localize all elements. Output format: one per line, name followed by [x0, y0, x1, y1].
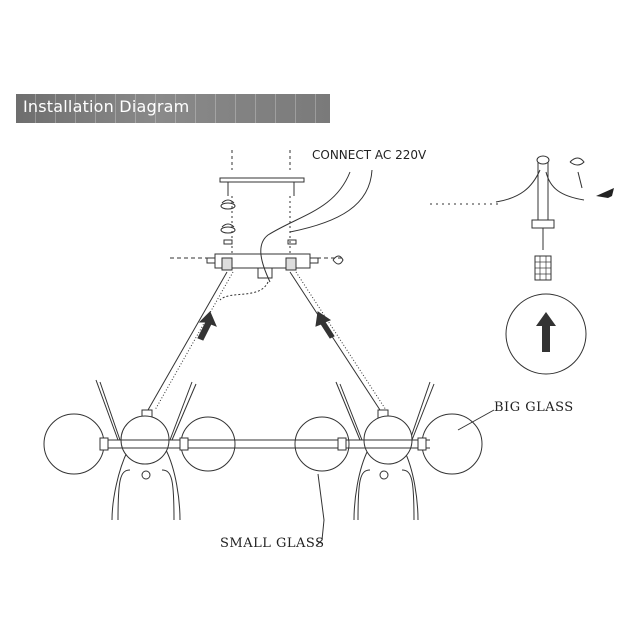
- small-glass-leader: [315, 473, 325, 547]
- big-glass-leader: [457, 409, 495, 431]
- canopy-plate: [170, 253, 345, 279]
- connect-label: CONNECT AC 220V: [312, 148, 427, 162]
- small-glass: [180, 416, 236, 472]
- screw-icon: [220, 196, 297, 255]
- header-bar-pattern: [16, 94, 330, 123]
- small-glass-label: SMALL GLASS: [220, 536, 325, 551]
- arrow-up-icon: [536, 312, 556, 352]
- small-glass: [294, 416, 350, 472]
- big-glass-label: BIG GLASS: [494, 400, 574, 415]
- left-hub: [95, 379, 197, 521]
- header-bar: Installation Diagram: [16, 94, 330, 123]
- detail-circle: [505, 293, 587, 375]
- arrow-up-icon: [197, 311, 335, 341]
- big-glass-left: [43, 413, 105, 475]
- power-wire: [219, 169, 373, 301]
- detail-connector: [430, 155, 585, 281]
- page-title: Installation Diagram: [23, 97, 190, 116]
- arrow-icon: [596, 188, 614, 198]
- right-hub: [335, 381, 435, 521]
- big-glass-right: [421, 413, 483, 475]
- mounting-bracket: [219, 150, 305, 196]
- suspension-cable: [147, 271, 387, 411]
